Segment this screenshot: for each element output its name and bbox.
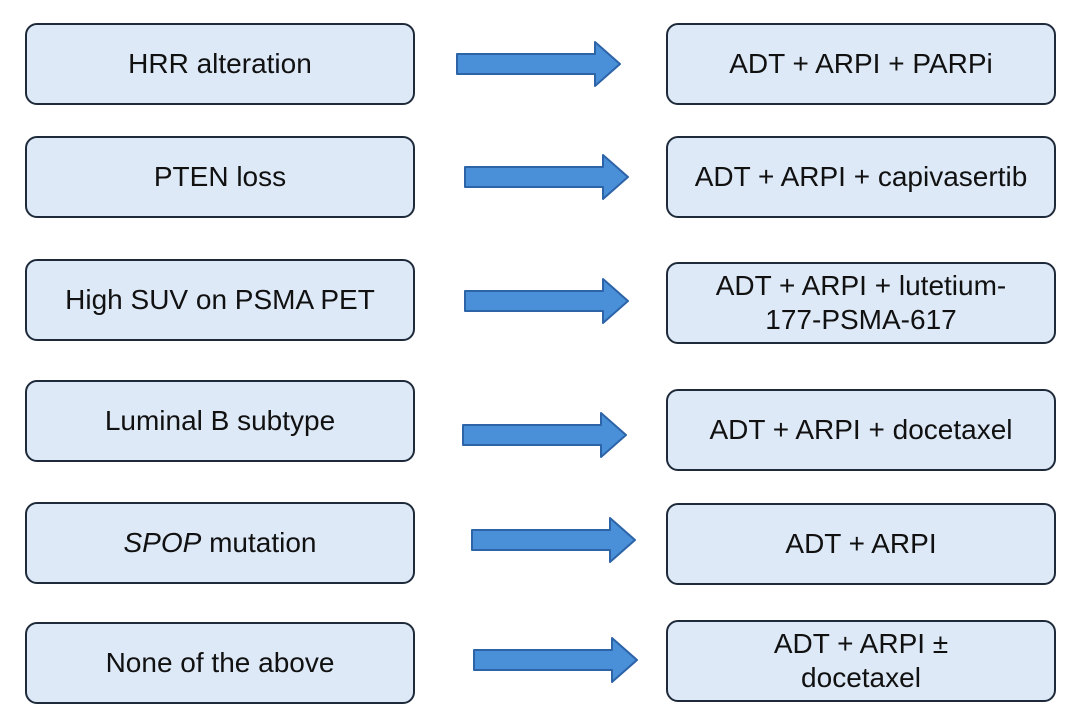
condition-label: High SUV on PSMA PET xyxy=(65,284,375,315)
treatment-box-docetaxel: ADT + ARPI + docetaxel xyxy=(666,389,1056,471)
treatment-box-capivasertib: ADT + ARPI + capivasertib xyxy=(666,136,1056,218)
treatment-label: ADT + ARPI + capivasertib xyxy=(694,161,1028,192)
condition-label: Luminal B subtype xyxy=(104,405,336,436)
condition-box-spop: SPOP mutation xyxy=(25,502,415,584)
arrow-right-icon xyxy=(456,41,621,87)
treatment-label: ADT + ARPI xyxy=(785,528,937,559)
condition-label: PTEN loss xyxy=(153,161,287,192)
condition-box-luminal-b: Luminal B subtype xyxy=(25,380,415,462)
treatment-label: ADT + ARPI + PARPi xyxy=(729,48,993,79)
condition-label: SPOP mutation xyxy=(124,526,317,560)
treatment-box-parpi: ADT + ARPI + PARPi xyxy=(666,23,1056,105)
arrow-right-icon xyxy=(473,637,638,683)
condition-box-none: None of the above xyxy=(25,622,415,704)
treatment-box-adt-arpi: ADT + ARPI xyxy=(666,503,1056,585)
treatment-box-lutetium: ADT + ARPI + lutetium- 177-PSMA-617 xyxy=(666,262,1056,344)
treatment-label: ADT + ARPI + docetaxel xyxy=(709,414,1013,445)
treatment-label-line2: 177-PSMA-617 xyxy=(765,304,957,335)
arrow-right-icon xyxy=(471,517,636,563)
condition-label: None of the above xyxy=(105,647,335,678)
arrow-right-icon xyxy=(462,412,627,458)
condition-gene-name: SPOP xyxy=(123,527,202,558)
treatment-label-line1: ADT + ARPI ± xyxy=(773,628,949,659)
condition-label-rest: mutation xyxy=(201,527,317,558)
treatment-box-adt-arpi-docetaxel: ADT + ARPI ± docetaxel xyxy=(666,620,1056,702)
arrow-right-icon xyxy=(464,154,629,200)
treatment-label-line1: ADT + ARPI + lutetium- xyxy=(715,270,1007,301)
condition-box-pten: PTEN loss xyxy=(25,136,415,218)
arrow-right-icon xyxy=(464,278,629,324)
condition-box-psma: High SUV on PSMA PET xyxy=(25,259,415,341)
condition-box-hrr: HRR alteration xyxy=(25,23,415,105)
condition-label: HRR alteration xyxy=(128,48,312,79)
treatment-label-line2: docetaxel xyxy=(801,662,921,693)
